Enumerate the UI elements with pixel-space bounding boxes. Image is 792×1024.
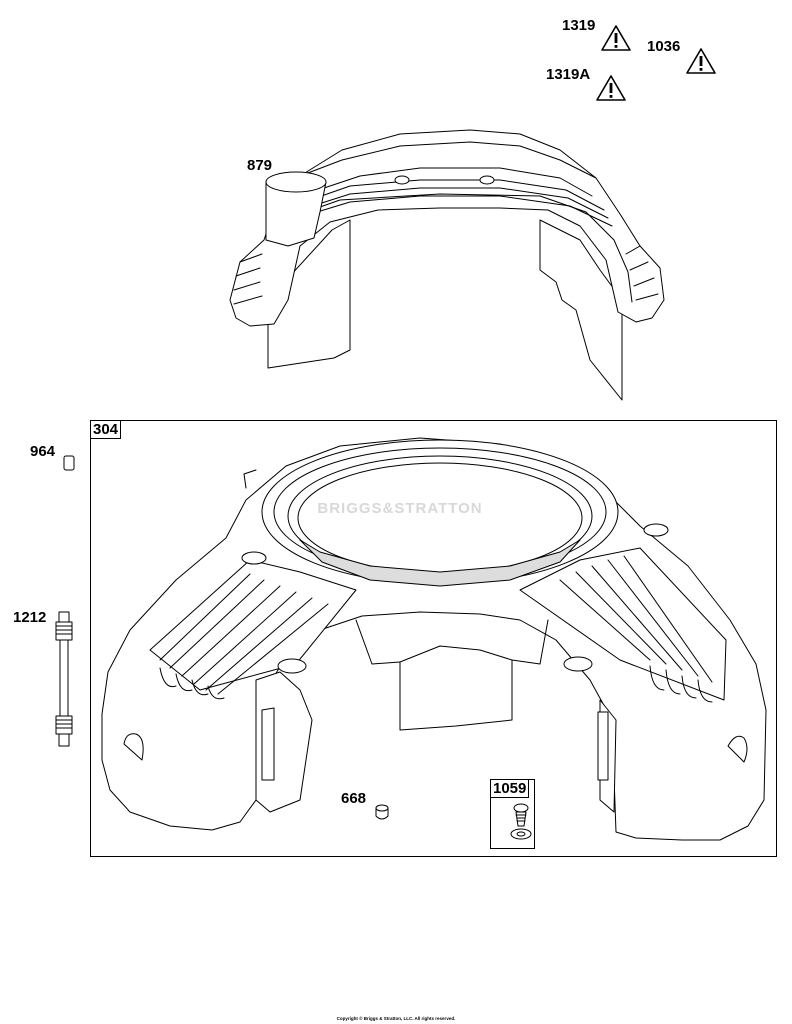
- part-label-1212: 1212: [13, 609, 47, 626]
- warning-triangle-icon: [601, 25, 631, 51]
- part-label-964: 964: [30, 443, 56, 460]
- part-label-1059: 1059: [490, 779, 530, 798]
- part-label-304: 304: [90, 420, 122, 439]
- warning-triangle-icon: [686, 48, 716, 74]
- warning-label-1036: 1036: [647, 38, 681, 55]
- brand-watermark: BRIGGS&STRATTON: [317, 500, 483, 517]
- part-label-668: 668: [341, 790, 367, 807]
- part-879-shroud: [229, 129, 665, 401]
- part-304-blower-housing: [101, 437, 767, 841]
- assembly-frame-304: [90, 420, 777, 857]
- part-label-879: 879: [247, 157, 273, 174]
- part-1212-stud: [55, 611, 73, 747]
- copyright-footer: Copyright © Briggs & Stratton, LLC. All …: [336, 1016, 456, 1021]
- warning-triangle-icon: [596, 75, 626, 101]
- part-964-sleeve: [63, 455, 75, 471]
- part-668-dowel: [375, 804, 389, 820]
- warning-label-1319: 1319: [562, 17, 596, 34]
- part-1059-screw: [510, 803, 532, 840]
- warning-label-1319a: 1319A: [546, 66, 591, 83]
